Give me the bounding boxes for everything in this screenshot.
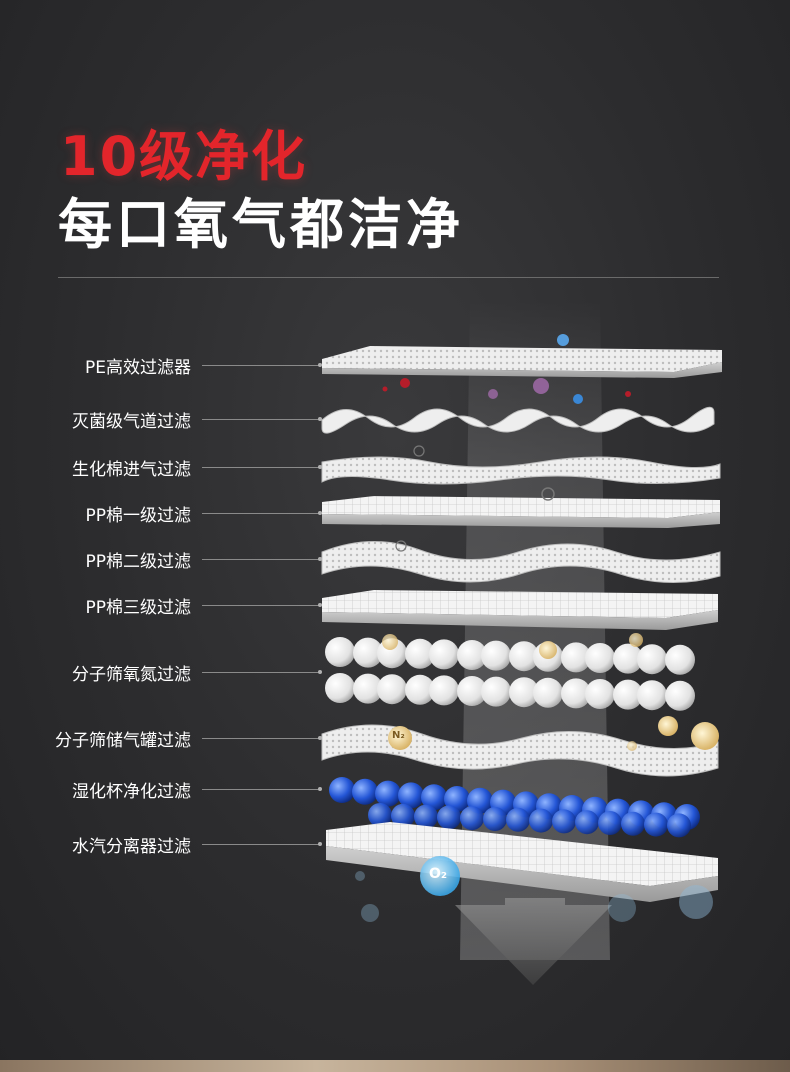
sieve-ball — [353, 637, 383, 668]
humidifier-bead — [398, 782, 424, 809]
humidifier-bead — [414, 804, 438, 829]
leader-line — [202, 736, 322, 740]
germ-particle — [400, 378, 410, 388]
humidifier-bead — [644, 812, 668, 837]
humidifier-bead — [552, 809, 576, 834]
sieve-ball — [481, 676, 511, 707]
humidifier-bead — [529, 808, 553, 833]
layer-label: 灭菌级气道过滤 — [72, 412, 191, 432]
leader-line — [202, 557, 322, 561]
sieve-ball — [457, 640, 487, 670]
sieve-ball — [509, 641, 539, 672]
sieve-ball — [405, 674, 435, 705]
humidifier-bead — [621, 811, 645, 836]
sieve-ball — [665, 680, 695, 711]
layer-label: 分子筛储气罐过滤 — [55, 731, 191, 751]
layer-humidifier-beads — [329, 777, 700, 838]
humidifier-bead — [483, 807, 507, 831]
sieve-ball — [637, 680, 667, 711]
nitrogen-molecule — [388, 726, 412, 750]
humidifier-bead — [421, 784, 447, 811]
layer-water-separator — [326, 822, 718, 902]
sieve-ball — [585, 643, 615, 673]
bottom-strip — [0, 1060, 790, 1072]
sieve-ball — [481, 640, 511, 671]
divider — [58, 277, 719, 278]
sieve-ball — [613, 679, 643, 710]
oxygen-badge: O₂ — [429, 866, 448, 882]
sieve-ball — [353, 673, 383, 704]
layer-label: PP棉三级过滤 — [85, 598, 191, 618]
layer-pp-tertiary — [322, 590, 718, 630]
oxygen-molecule — [420, 856, 460, 896]
layer-sterile-airway — [321, 406, 715, 434]
humidifier-bead — [375, 780, 401, 807]
layer-label: 生化棉进气过滤 — [72, 460, 191, 480]
headline-subtitle: 每口氧气都洁净 — [58, 193, 464, 256]
leader-line — [202, 417, 322, 421]
sieve-ball — [377, 674, 407, 705]
downward-arrow — [455, 898, 612, 985]
layer-label: PE高效过滤器 — [85, 358, 191, 378]
leader-line — [202, 670, 322, 674]
sieve-ball — [613, 643, 643, 674]
humidifier-bead — [352, 778, 378, 805]
layer-pp-primary — [322, 496, 720, 528]
layer-label: PP棉二级过滤 — [85, 552, 191, 572]
sieve-ball — [509, 677, 539, 708]
humidifier-bead — [368, 803, 392, 827]
sieve-ball — [325, 673, 355, 703]
humidifier-bead — [329, 777, 355, 803]
layer-label: 分子筛氧氮过滤 — [72, 665, 191, 685]
sieve-ball — [429, 675, 459, 706]
layer-sieve-tank — [321, 724, 719, 777]
sieve-ball — [429, 639, 459, 670]
layer-label: 湿化杯净化过滤 — [72, 782, 191, 802]
headline-title: 10级净化 — [60, 125, 308, 188]
leader-line — [202, 465, 322, 469]
layer-pe-filter — [322, 346, 722, 378]
humidifier-bead — [391, 803, 415, 828]
leader-line — [202, 511, 322, 515]
sieve-ball — [585, 679, 615, 709]
layer-molecular-sieve-balls — [325, 637, 695, 711]
sieve-ball — [637, 644, 667, 675]
humidifier-bead — [575, 810, 599, 835]
sieve-ball — [561, 678, 591, 709]
layer-biochemical-cotton — [321, 456, 721, 485]
humidifier-bead — [437, 805, 461, 830]
sieve-ball — [325, 637, 355, 667]
leader-line — [202, 787, 322, 791]
sieve-ball — [665, 644, 695, 675]
humidifier-bead — [598, 811, 622, 835]
layer-label: 水汽分离器过滤 — [72, 837, 191, 857]
layer-label: PP棉一级过滤 — [85, 506, 191, 526]
humidifier-bead — [506, 807, 530, 832]
layer-pp-secondary — [321, 540, 721, 584]
leader-line — [202, 363, 322, 367]
leader-line — [202, 603, 322, 607]
humidifier-bead — [460, 806, 484, 831]
sieve-ball — [405, 638, 435, 669]
sieve-ball — [561, 642, 591, 673]
humidifier-bead — [667, 813, 691, 838]
sieve-ball — [533, 677, 563, 708]
sieve-ball — [457, 676, 487, 706]
nitrogen-badge: N₂ — [392, 730, 405, 741]
virus-particle — [533, 378, 549, 394]
leader-line — [202, 842, 322, 846]
